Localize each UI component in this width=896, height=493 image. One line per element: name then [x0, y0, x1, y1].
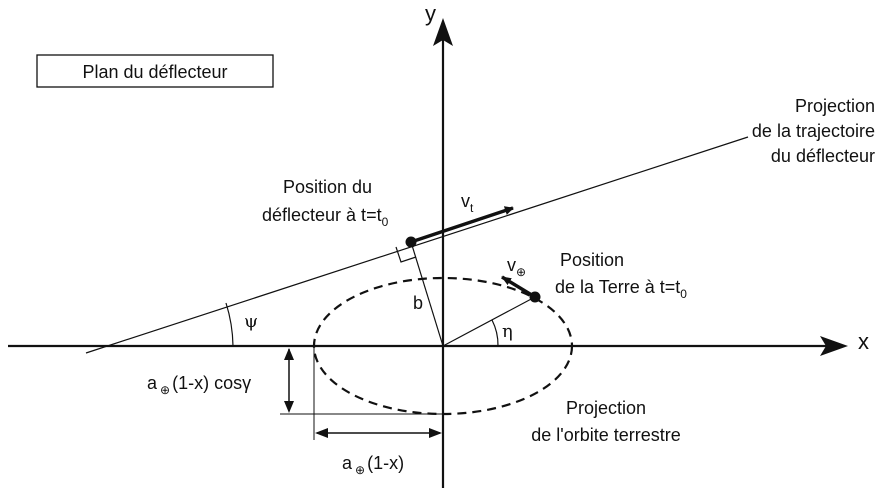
earth-radius-line [442, 296, 536, 347]
trajectory-line [85, 136, 749, 354]
y-axis-arrowhead [433, 18, 453, 46]
psi-angle-arc [225, 302, 234, 347]
earth-position-dot [529, 291, 541, 303]
vertical-dimension-arrow-top [284, 348, 294, 360]
horizontal-dimension-arrow-left [315, 428, 328, 438]
eta-label: η [502, 321, 513, 342]
deflector-velocity-vector [410, 206, 514, 244]
psi-label: ψ [244, 311, 258, 332]
vt-label: vt [461, 191, 474, 215]
eta-angle-arc [491, 319, 499, 347]
earth-velocity-vector [501, 275, 536, 299]
orbit-label-line2: de l'orbite terrestre [531, 425, 681, 445]
vertical-dimension-arrow-bottom [284, 401, 294, 413]
trajectory-label-line3: du déflecteur [771, 146, 875, 166]
orbit-label-line1: Projection [566, 398, 646, 418]
deflector-position-dot [405, 236, 417, 248]
right-angle-mark [395, 246, 417, 263]
title-box [36, 54, 274, 88]
deflector-position-label-line2: déflecteur à t=t0 [262, 205, 389, 229]
deflector-position-label-line1: Position du [283, 177, 372, 197]
x-axis-label: x [858, 329, 869, 354]
b-segment [410, 241, 444, 347]
vertical-dimension-label: a⊕(1-x) cosγ [147, 373, 251, 397]
x-axis-arrowhead [820, 336, 848, 356]
horizontal-dimension-arrow-right [429, 428, 442, 438]
earth-position-label-line2: de la Terre à t=t0 [555, 277, 687, 301]
b-label: b [413, 293, 423, 313]
trajectory-label-line1: Projection [795, 96, 875, 116]
trajectory-label-line2: de la trajectoire [752, 121, 875, 141]
v-earth-label: v⊕ [507, 255, 526, 279]
earth-position-label-line1: Position [560, 250, 624, 270]
title-box-label: Plan du déflecteur [82, 62, 227, 82]
y-axis-label: y [425, 1, 436, 26]
horizontal-dimension-label: a⊕(1-x) [342, 453, 404, 477]
